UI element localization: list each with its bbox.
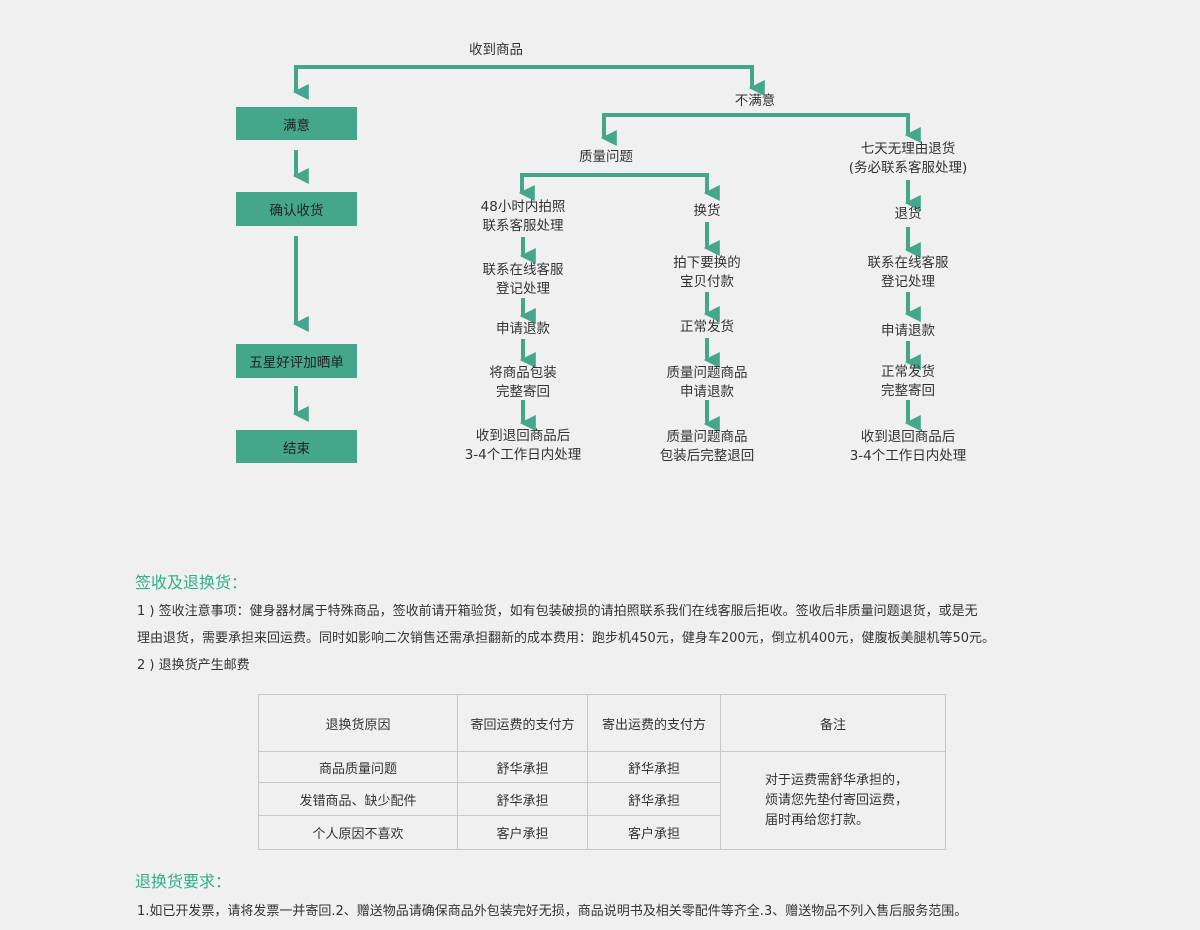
cell: 舒华承担	[587, 782, 721, 816]
shipping-fee-table: 退换货原因 寄回运费的支付方 寄出运费的支付方 备注 商品质量问题 舒华承担 舒…	[258, 694, 946, 850]
paragraph-line: 1 ) 签收注意事项：健身器材属于特殊商品，签收前请开箱验货，如有包装破损的请拍…	[137, 604, 978, 619]
step-five-star-review: 五星好评加晒单	[236, 344, 357, 378]
section-title-receipt-returns: 签收及退换货：	[135, 573, 248, 592]
col1-step: 联系在线客服登记处理	[482, 262, 564, 297]
table-row: 商品质量问题 舒华承担 舒华承担 对于运费需舒华承担的，烦请您先垫付寄回运费，届…	[258, 751, 946, 850]
section-title-return-requirements: 退换货要求：	[135, 872, 232, 891]
cell: 客户承担	[457, 815, 588, 850]
col1-step: 将商品包装完整寄回	[489, 365, 557, 400]
cell: 商品质量问题	[258, 751, 458, 783]
cell: 个人原因不喜欢	[258, 815, 458, 850]
header-cell: 退换货原因	[258, 694, 458, 752]
col3-step: 申请退款	[881, 323, 935, 339]
table-row: 发错商品、缺少配件 舒华承担 舒华承担	[258, 782, 946, 816]
cell: 发错商品、缺少配件	[258, 782, 458, 816]
cell: 舒华承担	[587, 751, 721, 783]
col1-step: 申请退款	[496, 321, 550, 337]
label-unsatisfied: 不满意	[734, 93, 776, 109]
step-satisfied: 满意	[236, 107, 357, 140]
col3-step: 联系在线客服登记处理	[867, 255, 949, 290]
cell: 舒华承担	[457, 751, 588, 783]
paragraph-line: 1.如已开发票，请将发票一并寄回.2、赠送物品请确保商品外包装完好无损，商品说明…	[137, 904, 968, 919]
step-confirm-receipt: 确认收货	[236, 192, 357, 226]
paragraph-line: 理由退货，需要承担来回运费。同时如影响二次销售还需承担翻新的成本费用：跑步机45…	[137, 631, 995, 646]
col3-step: 退货	[894, 206, 922, 222]
paragraph-line: 2 ) 退换货产生邮费	[137, 658, 250, 673]
label-quality-issue: 质量问题	[579, 149, 633, 165]
col2-step: 正常发货	[680, 319, 734, 335]
col2-step: 质量问题商品申请退款	[666, 365, 748, 400]
col2-step: 拍下要换的宝贝付款	[673, 255, 741, 290]
cell: 舒华承担	[457, 782, 588, 816]
step-end: 结束	[236, 430, 357, 463]
table-header-row: 退换货原因 寄回运费的支付方 寄出运费的支付方 备注	[258, 694, 946, 752]
label-received: 收到商品	[469, 42, 523, 58]
table-row: 个人原因不喜欢 客户承担 客户承担	[258, 815, 946, 850]
cell: 客户承担	[587, 815, 721, 850]
label-seven-day-return: 七天无理由退货(务必联系客服处理)	[848, 141, 968, 176]
col1-step: 48小时内拍照联系客服处理	[480, 199, 566, 234]
flowchart-arrows	[292, 65, 921, 432]
header-cell: 寄回运费的支付方	[457, 694, 588, 752]
col2-step: 换货	[693, 203, 721, 219]
header-cell: 备注	[720, 694, 946, 752]
col3-step: 正常发货完整寄回	[881, 364, 935, 399]
remark-cell: 对于运费需舒华承担的，烦请您先垫付寄回运费，届时再给您打款。	[720, 751, 946, 850]
col2-step: 质量问题商品包装后完整退回	[659, 429, 755, 464]
header-cell: 寄出运费的支付方	[587, 694, 721, 752]
